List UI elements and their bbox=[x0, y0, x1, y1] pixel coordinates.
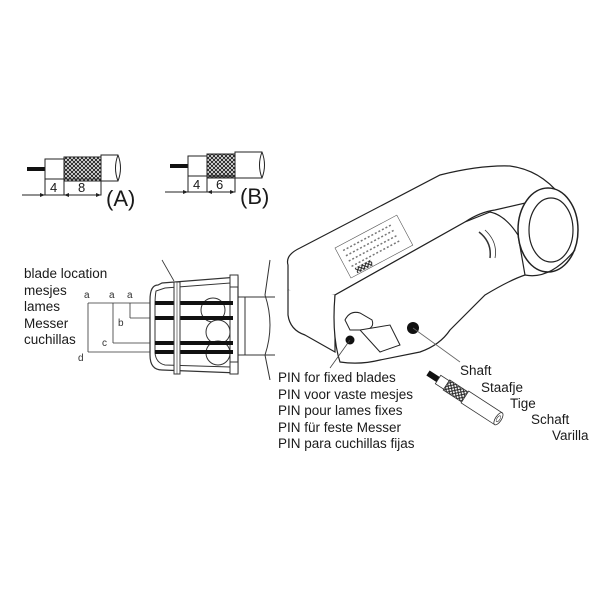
dim-letter-a3: a bbox=[127, 290, 133, 301]
strip-b-length-2: 6 bbox=[216, 177, 224, 192]
shaft-diagram bbox=[420, 365, 520, 455]
blade-label-es: cuchillas bbox=[24, 332, 76, 347]
blade-location-labels: blade location mesjes lames Messer cuchi… bbox=[24, 266, 107, 349]
shaft-label-fr: Tige bbox=[510, 396, 536, 411]
stripping-tool-diagram bbox=[280, 130, 605, 380]
strip-diagram-a: 4 8 (A) bbox=[0, 140, 150, 230]
dim-letter-a1: a bbox=[84, 290, 90, 301]
pin-label-es: PIN para cuchillas fijas bbox=[278, 436, 415, 451]
shaft-label-de: Schaft bbox=[531, 412, 570, 427]
dim-letter-a2: a bbox=[109, 290, 115, 301]
strip-diagram-b: 4 6 (B) bbox=[150, 140, 290, 230]
blade-label-en: blade location bbox=[24, 266, 108, 281]
tool-label-plate bbox=[334, 214, 414, 279]
blade-head-drawing bbox=[87, 259, 275, 380]
blade-label-fr: lames bbox=[24, 299, 61, 314]
shaft-drawing bbox=[426, 370, 504, 426]
strip-b-label: (B) bbox=[240, 184, 270, 209]
shaft-label-es: Varilla bbox=[552, 428, 589, 443]
shaft-label-en: Shaft bbox=[460, 363, 492, 378]
shaft-label-nl: Staafje bbox=[481, 380, 524, 395]
pin-fixed-blades-labels: PIN for fixed blades PIN voor vaste mesj… bbox=[278, 370, 415, 453]
strip-b-length-1: 4 bbox=[193, 177, 201, 192]
coax-cable-a-drawing bbox=[22, 154, 121, 197]
dim-letter-c: c bbox=[102, 338, 107, 349]
dim-letter-d: d bbox=[78, 353, 84, 364]
pin-label-de: PIN für feste Messer bbox=[278, 419, 402, 435]
stripping-tool-drawing bbox=[286, 165, 579, 369]
strip-a-length-1: 4 bbox=[50, 180, 58, 195]
pin-label-en: PIN for fixed blades bbox=[278, 370, 396, 385]
strip-a-length-2: 8 bbox=[78, 180, 86, 195]
dim-letter-b: b bbox=[118, 318, 124, 329]
pin-label-nl: PIN voor vaste mesjes bbox=[278, 386, 414, 402]
strip-a-label: (A) bbox=[106, 186, 136, 211]
coax-cable-b-drawing bbox=[165, 151, 265, 194]
blade-head-diagram: a a a b c d bbox=[70, 255, 280, 380]
pin-label-fr: PIN pour lames fixes bbox=[278, 403, 403, 418]
blade-label-nl: mesjes bbox=[24, 282, 67, 298]
blade-label-de: Messer bbox=[24, 315, 69, 331]
